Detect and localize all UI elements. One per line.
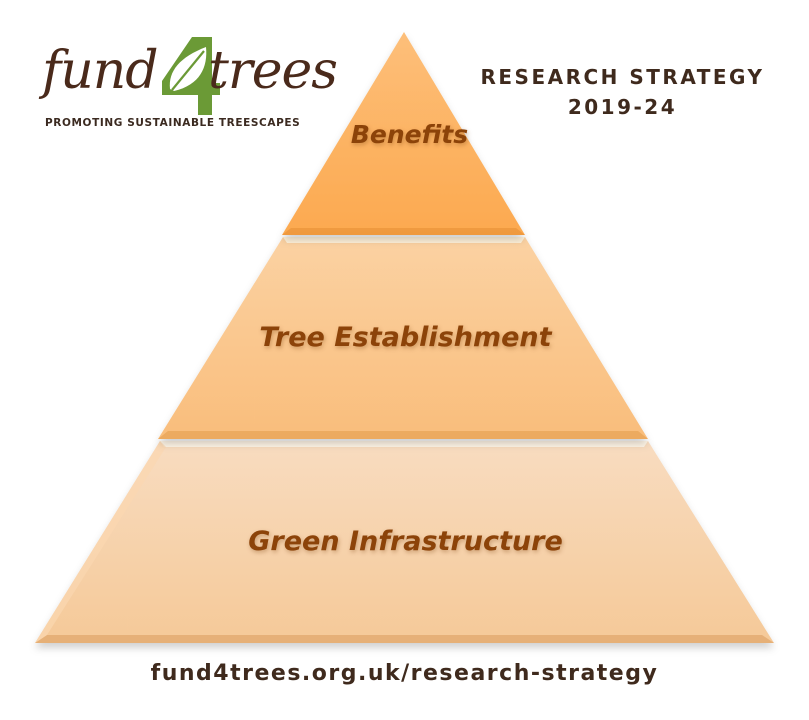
tier-label-tree-establishment: Tree Establishment	[259, 322, 552, 353]
title-line-1: RESEARCH STRATEGY	[480, 65, 765, 89]
fund4trees-logo: fund trees PROMOTING SUSTAINABLE TREESCA…	[30, 35, 340, 135]
tier-label-green-infrastructure: Green Infrastructure	[248, 526, 563, 557]
logo-tagline: PROMOTING SUSTAINABLE TREESCAPES	[45, 117, 301, 129]
pyramid-diagram	[35, 32, 774, 643]
title-line-2: 2019-24	[567, 95, 678, 119]
tier-label-benefits: Benefits	[350, 120, 469, 149]
research-strategy-title: RESEARCH STRATEGY 2019-24	[455, 62, 790, 122]
leaf-icon	[162, 37, 220, 115]
logo-word-fund: fund	[42, 41, 159, 101]
pyramid-tier-middle	[158, 237, 648, 439]
logo-word-trees: trees	[208, 41, 338, 101]
pyramid-tier-bottom	[35, 441, 774, 643]
footer-url-link[interactable]: fund4trees.org.uk/research-strategy	[150, 661, 659, 686]
pyramid-tier-top	[282, 32, 525, 235]
